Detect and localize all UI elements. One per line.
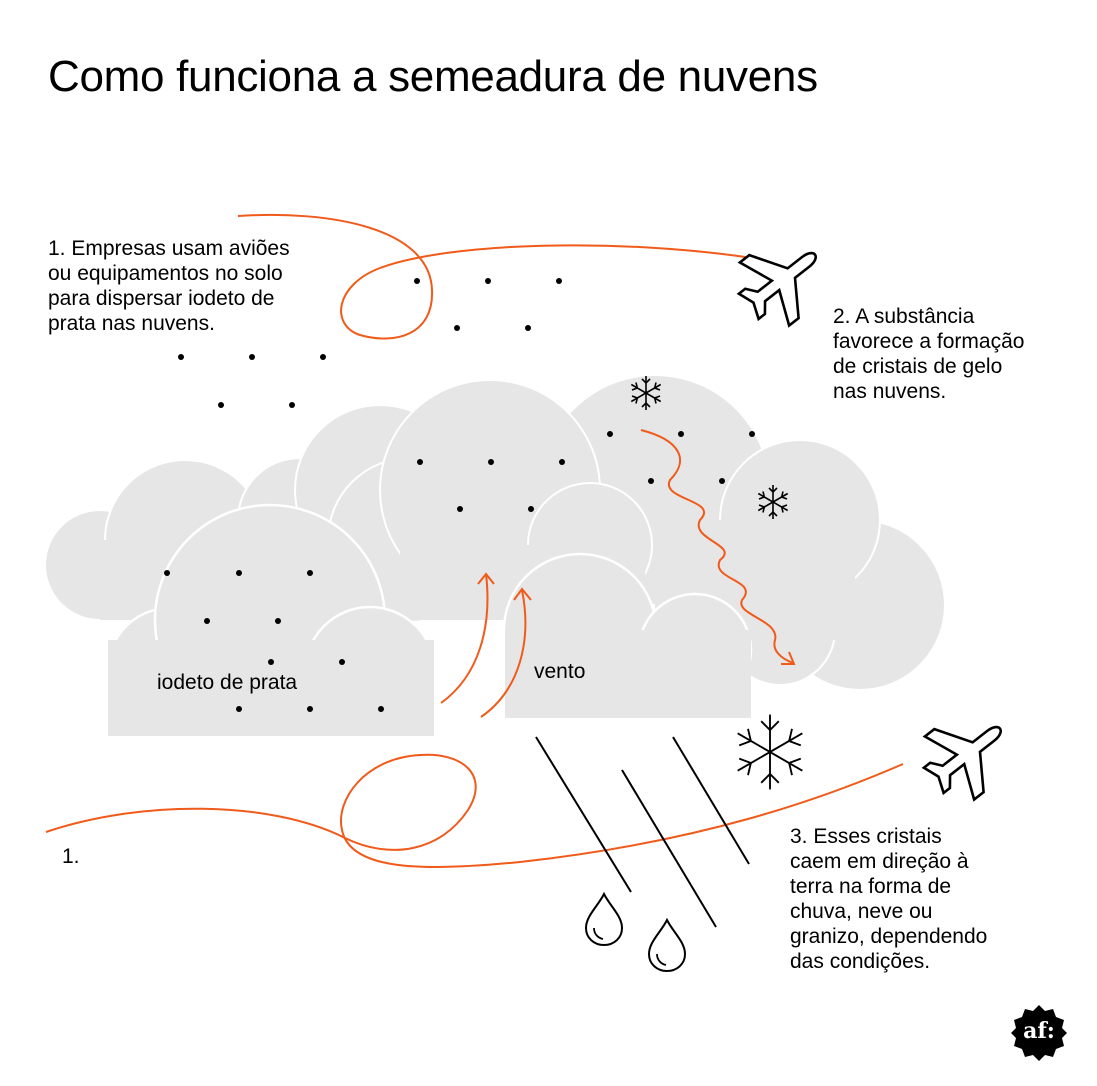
raindrop-icon (648, 919, 686, 972)
step-1-text: 1. Empresas usam aviões ou equipamentos … (48, 237, 290, 335)
logo-text: af: (1023, 1018, 1055, 1044)
silver-iodide-label: iodeto de prata (157, 671, 298, 694)
airplane-icon (722, 221, 841, 340)
page-title: Como funciona a semeadura de nuvens (48, 52, 818, 101)
rain-lines (535, 736, 750, 928)
wind-label: vento (534, 660, 586, 683)
particle-dots (164, 278, 755, 712)
cloud-front-left (106, 503, 437, 739)
airplane-icon (907, 695, 1026, 814)
flight-path-bottom (45, 753, 904, 869)
wind-arrows (440, 572, 532, 718)
flight-path-top (237, 213, 753, 340)
crystal-fall-arrow (640, 429, 796, 665)
logo-badge (1011, 1005, 1067, 1061)
snowflake-icon (737, 714, 803, 790)
step-2-text: 2. A substância favorece a formação de c… (833, 305, 1025, 403)
raindrop-icon (585, 893, 623, 946)
ground-marker-label: 1. (62, 845, 80, 868)
step-3-text: 3. Esses cristais caem em direção à terr… (790, 825, 988, 973)
cloud-front-right (502, 552, 753, 718)
cloud-cluster (44, 374, 946, 739)
